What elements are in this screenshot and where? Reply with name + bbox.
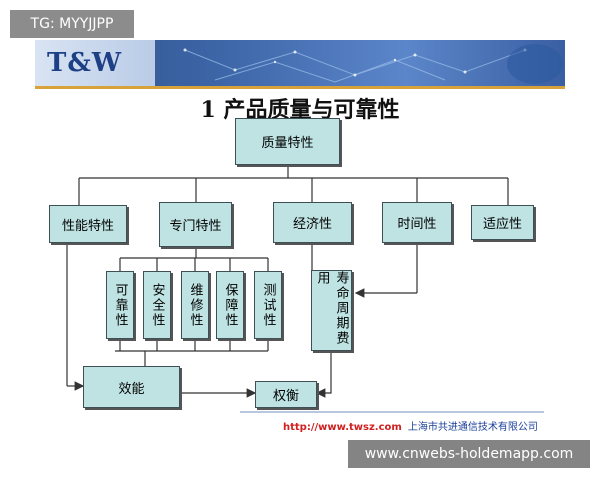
footer-org: 上海市共进通信技术有限公司 xyxy=(407,422,538,433)
constellation-decoration xyxy=(183,44,563,84)
watermark-bottom: www.cnwebs-holdemapp.com xyxy=(348,440,590,468)
footer-divider xyxy=(240,411,544,413)
node-special: 专门特性 xyxy=(159,202,232,247)
node-testability: 测试性 xyxy=(254,271,282,339)
globe-icon xyxy=(507,44,563,84)
node-effectiveness: 效能 xyxy=(83,366,180,408)
banner-divider xyxy=(35,86,565,89)
watermark-top: TG: MYYJJPP xyxy=(10,10,134,38)
node-tradeoff: 权衡 xyxy=(255,381,317,408)
footer-url: http://www.twsz.com xyxy=(283,422,402,433)
node-adaptability: 适应性 xyxy=(471,205,534,240)
node-safety: 安全性 xyxy=(143,271,171,339)
node-timeliness: 时间性 xyxy=(382,202,452,243)
node-lifecycle-cost: 寿命周期费用 xyxy=(311,270,352,351)
node-supportability: 保障性 xyxy=(216,271,244,339)
footer: http://www.twsz.com 上海市共进通信技术有限公司 xyxy=(283,418,563,433)
logo: T&W xyxy=(35,40,155,87)
node-reliability: 可靠性 xyxy=(106,271,134,339)
header-banner: T&W xyxy=(35,40,565,87)
node-quality-characteristics: 质量特性 xyxy=(235,118,340,165)
node-performance: 性能特性 xyxy=(49,205,127,243)
node-economy: 经济性 xyxy=(273,202,352,243)
logo-text: T&W xyxy=(47,48,123,78)
node-maintainability: 维修性 xyxy=(181,271,209,339)
